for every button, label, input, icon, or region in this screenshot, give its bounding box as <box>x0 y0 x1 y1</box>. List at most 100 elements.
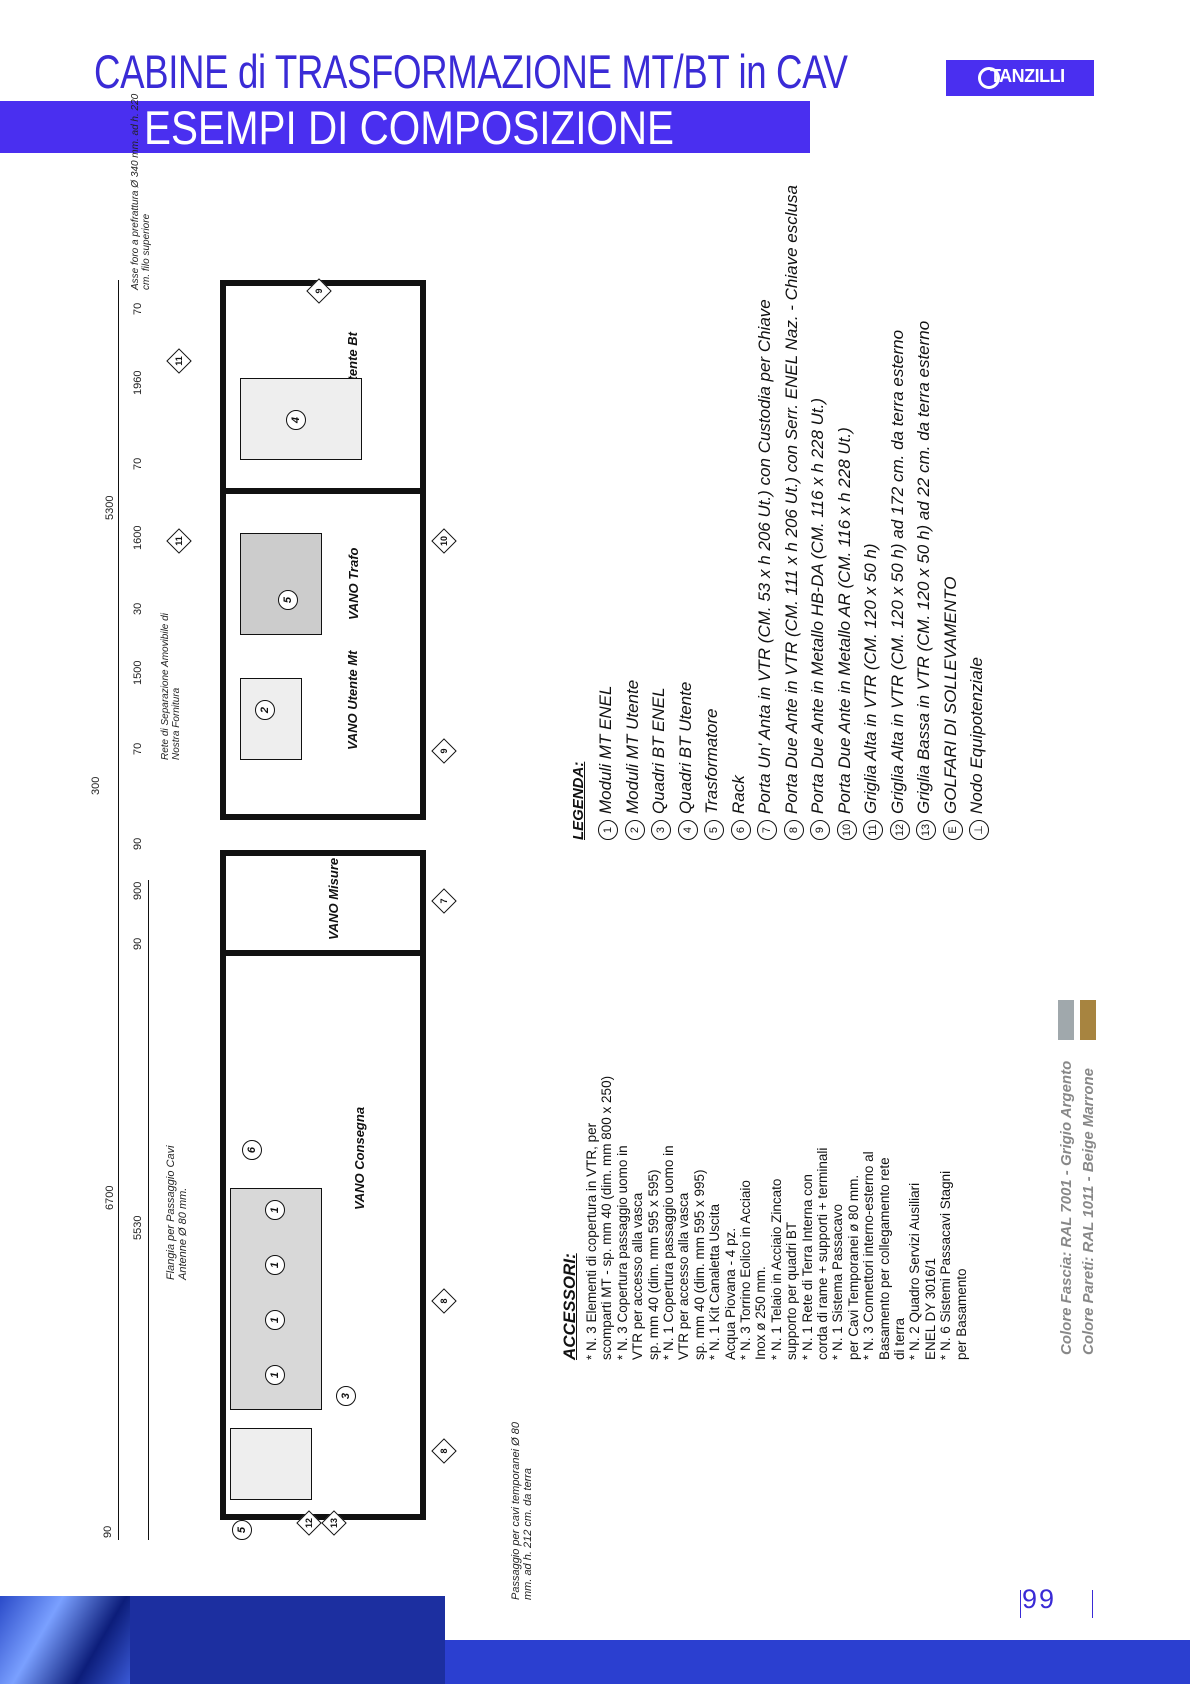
brand-logo-text: TANZILLI <box>990 66 1065 86</box>
accessori-line: * N. 1 Kit Canaletta Uscita <box>707 1203 723 1360</box>
dim-30: 30 <box>132 602 144 615</box>
legenda-symbol: 13 <box>916 820 936 840</box>
wall <box>220 1514 426 1520</box>
wall <box>220 850 426 856</box>
dim-90b: 90 <box>132 937 144 950</box>
marker-9: 9 <box>431 738 457 764</box>
annotation-asse: Asse foro a prefrattura Ø 340 mm. ad h. … <box>130 93 152 290</box>
legend-ref-1: 1 <box>265 1200 285 1220</box>
legenda-symbol: 1 <box>598 820 618 840</box>
legenda-symbol: E <box>942 820 963 840</box>
legenda-text: Moduli MT Utente <box>622 679 642 814</box>
wall <box>220 814 426 820</box>
accessori-line: * N. 3 Connettori interno-esterno al <box>861 1151 877 1360</box>
page-title: CABINE di TRASFORMAZIONE MT/BT in CAV <box>94 45 848 98</box>
annotation-rete: Rete di Separazione Amovibile di Nostra … <box>160 613 182 760</box>
room-label-misure: VANO Misure <box>326 857 341 940</box>
accessori-line: * N. 6 Sistemi Passacavi Stagni <box>938 1170 954 1360</box>
dim-900: 900 <box>132 881 144 900</box>
wall <box>220 488 426 494</box>
legend-ref-1: 1 <box>265 1365 285 1385</box>
accessori-line: VTR per accesso alla vasca <box>676 1192 692 1360</box>
legenda-item: 10Porta Due Ante in Metallo AR (CM. 116 … <box>835 427 857 840</box>
dim-300: 300 <box>90 776 102 795</box>
dim-70b: 70 <box>132 457 144 470</box>
legenda-item: 7Porta Un' Anta in VTR (CM. 53 x h 206 U… <box>755 299 777 840</box>
accessori-line: * N. 3 Copertura passaggio uomo in <box>614 1145 630 1360</box>
legenda-text: Griglia Bassa in VTR (CM. 120 x 50 h) ad… <box>914 320 933 814</box>
legenda-text: Porta Due Ante in Metallo AR (CM. 116 x … <box>834 427 854 814</box>
legenda-text: Griglia Alta in VTR (CM. 120 x 50 h) <box>861 543 880 814</box>
legenda-text: Porta Due Ante in Metallo HB-DA (CM. 116… <box>808 397 827 814</box>
legenda-item: 13 Griglia Bassa in VTR (CM. 120 x 50 h) … <box>914 321 936 840</box>
legend-ref-4: 4 <box>286 410 306 430</box>
accessori-line: VTR per accesso alla vasca <box>630 1192 646 1360</box>
accessori-title: ACCESSORI: <box>560 1253 579 1360</box>
brand-logo-icon <box>978 67 1000 89</box>
legenda-text: Rack <box>728 775 748 814</box>
legenda-symbol: 8 <box>783 820 804 840</box>
legenda-item: 11Griglia Alta in VTR (CM. 120 x 50 h) <box>861 543 883 840</box>
room-label-consegna: VANO Consegna <box>352 1106 367 1210</box>
legenda-title: LEGENDA: <box>570 761 587 840</box>
dimension-line <box>118 280 119 1540</box>
page-subtitle: ESEMPI DI COMPOSIZIONE <box>144 101 675 154</box>
legenda-text: Trasformatore <box>702 708 721 815</box>
legenda-symbol: 3 <box>651 820 671 840</box>
swatch-pareti <box>1080 1000 1096 1040</box>
legenda-symbol: 9 <box>810 820 830 840</box>
accessori-line: * N. 2 Quadro Servizi Ausiliari <box>907 1182 923 1360</box>
legend-ref-5: 5 <box>232 1520 252 1540</box>
legenda-item: 8 Porta Due Ante in VTR (CM. 111 x h 206 … <box>782 185 804 840</box>
dim-6700: 6700 <box>104 1185 116 1210</box>
transformer-enel-block <box>230 1428 312 1500</box>
accessori-line: * N. 1 Telaio in Acciaio Zincato <box>768 1178 784 1360</box>
dim-5530: 5530 <box>132 1215 144 1240</box>
page-number-divider <box>1092 1590 1093 1618</box>
wall <box>420 280 426 820</box>
legenda-text: Moduli MT ENEL <box>596 685 615 814</box>
marker-8: 8 <box>431 1438 457 1464</box>
mt-utente-block <box>240 678 302 760</box>
legenda-symbol: ⊥ <box>969 820 989 840</box>
legend-ref-2: 2 <box>255 700 275 720</box>
wall <box>220 950 426 956</box>
room-label-trafo: VANO Trafo <box>346 547 361 620</box>
legenda-item: 4Quadri BT Utente <box>676 682 698 840</box>
room-label-utente-mt: VANO Utente Mt <box>345 650 360 750</box>
floor-plan-sheet: 90 6700 5530 90 900 90 300 70 1500 30 16… <box>90 94 1130 1600</box>
wall <box>220 280 226 820</box>
legenda-symbol: 6 <box>730 820 751 840</box>
dim-1500: 1500 <box>132 660 144 685</box>
subtitle-band <box>0 101 810 153</box>
legenda-text: GOLFARI DI SOLLEVAMENTO <box>940 576 960 814</box>
accessori-line: Inox ø 250 mm. <box>753 1266 769 1360</box>
accessori-line: * N. 1 Copertura passaggio uomo in <box>661 1145 676 1360</box>
legenda-symbol: 2 <box>624 820 645 840</box>
accessori-line: per Cavi Temporanei ø 80 mm. <box>845 1174 861 1360</box>
accessori-line: corda di rame + supporti + terminali <box>815 1147 830 1360</box>
accessori-line: sp. mm 40 (dim. mm 595 x 595) <box>645 1169 661 1360</box>
dim-90c: 90 <box>132 837 144 850</box>
legend-ref-1: 1 <box>265 1310 285 1330</box>
legenda-text: Griglia Alta in VTR (CM. 120 x 50 h) ad … <box>887 329 907 814</box>
legenda-symbol: 4 <box>677 820 698 840</box>
dim-90: 90 <box>102 1525 114 1538</box>
legenda-item: 2 Moduli MT Utente <box>623 680 645 840</box>
dim-70c: 70 <box>132 302 144 315</box>
legend-ref-5b: 5 <box>278 590 298 610</box>
accessori-line: * N. 1 Rete di Terra Interna con <box>799 1174 815 1360</box>
dim-5300: 5300 <box>104 495 116 520</box>
legenda-symbol: 5 <box>704 820 724 840</box>
marker-11: 11 <box>166 528 192 554</box>
legenda-text: Porta Due Ante in VTR (CM. 111 x h 206 U… <box>781 185 801 814</box>
legenda-text: Quadri BT ENEL <box>649 687 668 814</box>
dim-1600: 1600 <box>132 525 144 550</box>
legend-ref-1: 1 <box>265 1255 285 1275</box>
accessori-line: * N. 3 Elementi di copertura in VTR, per <box>584 1122 599 1360</box>
legenda-item: ⊥Nodo Equipotenziale <box>967 657 989 840</box>
transformer-block <box>240 533 322 635</box>
legenda-item: 1 Moduli MT ENEL <box>596 686 618 840</box>
accessori-line: scomparti MT - sp. mm 40 (dim. mm 800 x … <box>599 1075 615 1360</box>
dim-1960: 1960 <box>132 370 144 395</box>
